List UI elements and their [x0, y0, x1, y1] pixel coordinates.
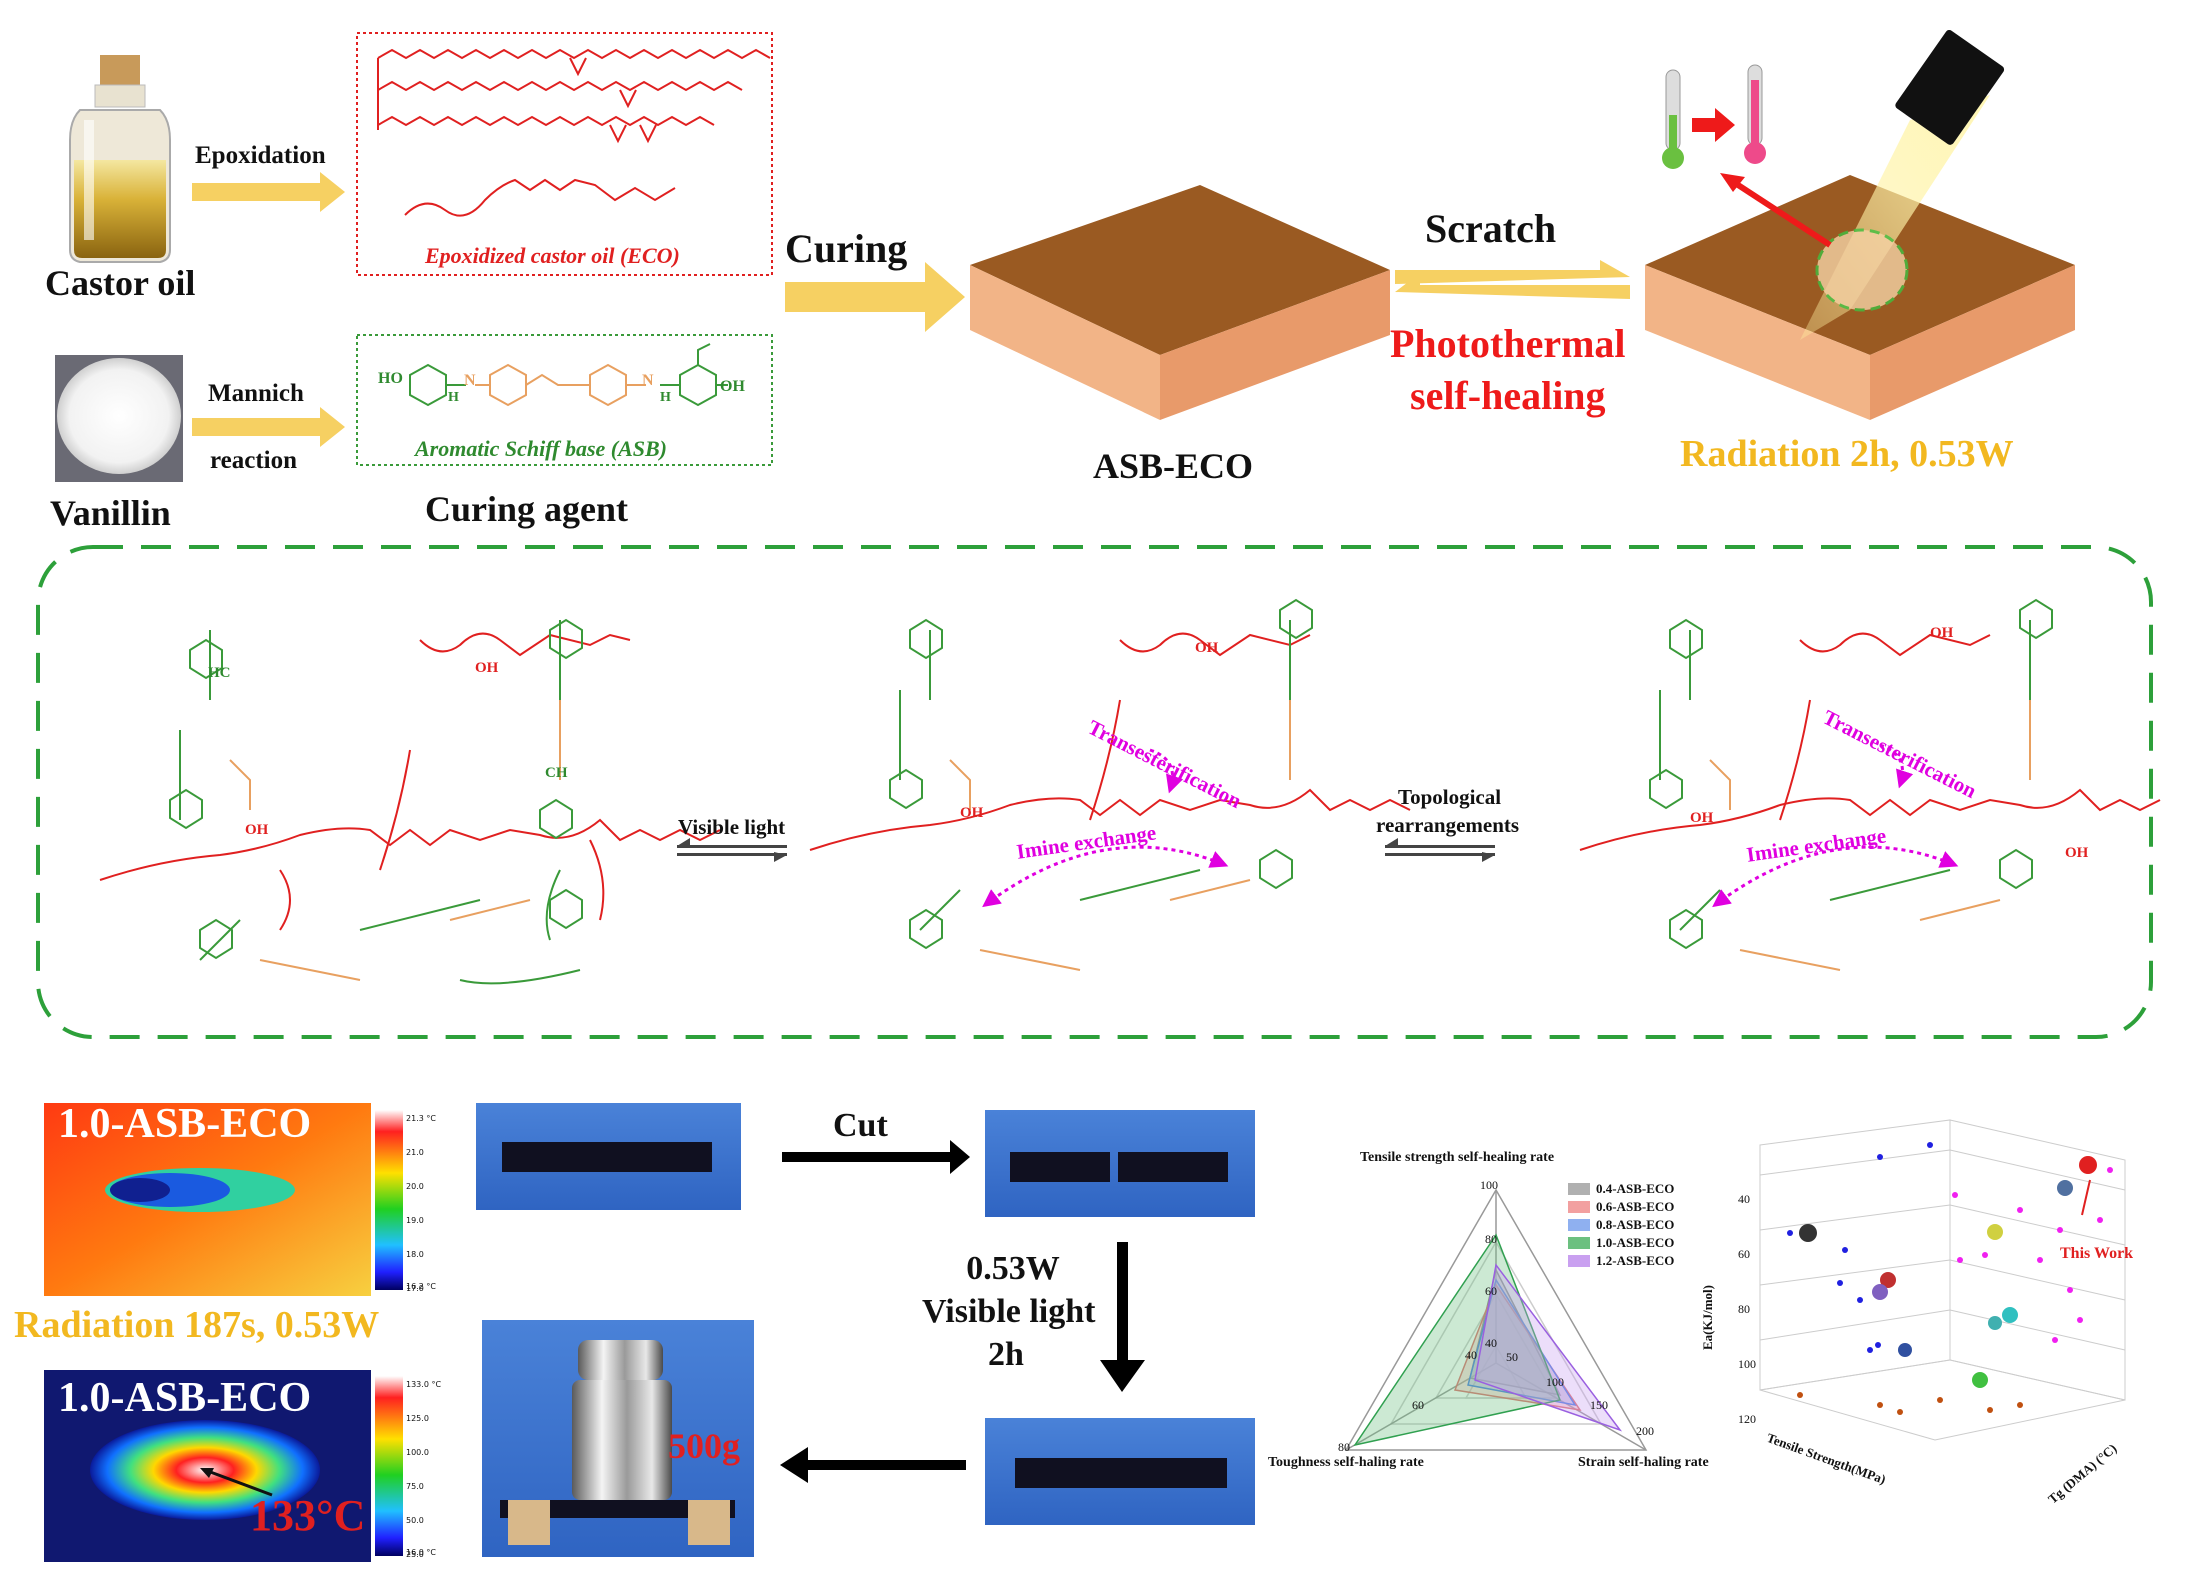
sample-photo-healed: [985, 1418, 1255, 1525]
radar-tick-l60: 60: [1412, 1398, 1424, 1412]
asb-oh-label: OH: [720, 378, 745, 395]
radar-tick-l80: 80: [1338, 1440, 1350, 1454]
thermal-title-2: 1.0-ASB-ECO: [58, 1375, 312, 1421]
group-label-oh-6: OH: [1690, 810, 1714, 826]
reaction-label: reaction: [210, 447, 298, 474]
radar-tick-200: 200: [1636, 1424, 1654, 1438]
radiation-slab: [1645, 29, 2075, 420]
radar-tick-100: 100: [1480, 1178, 1498, 1192]
radar-legend-swatches: [1568, 1183, 1590, 1267]
light-direction-line: [1733, 180, 1832, 248]
cut-arrow: [782, 1140, 970, 1174]
cut-label: Cut: [833, 1107, 888, 1144]
radar-tick-150: 150: [1590, 1398, 1608, 1412]
castor-oil-bottle-icon: [69, 55, 171, 263]
radar-tick-40: 40: [1485, 1336, 1497, 1350]
load-arrow: [780, 1447, 966, 1483]
asb-structure: [409, 343, 728, 407]
asb-h-label-2: H: [660, 390, 671, 405]
radar-tick-50: 50: [1506, 1350, 1518, 1364]
network-structure-1: [99, 618, 721, 985]
radar-tick-80: 80: [1485, 1232, 1497, 1246]
eco-structure: [377, 48, 771, 217]
castor-oil-label: Castor oil: [45, 263, 196, 303]
topological-label: Topological: [1398, 785, 1502, 809]
epoxidation-arrow: [192, 172, 345, 212]
group-label-hc-1: HC: [208, 665, 231, 681]
network-structure-3: [1579, 598, 2161, 971]
mannich-arrow: [192, 407, 345, 447]
thermal-image-2: [44, 1370, 403, 1562]
mannich-label: Mannich: [208, 380, 304, 407]
group-label-ch-1: CH: [545, 765, 568, 781]
radiation-top-label: Radiation 2h, 0.53W: [1680, 433, 2014, 475]
weight-label: 500g: [668, 1426, 740, 1466]
asb-h-label-1: H: [448, 390, 459, 405]
asb-structure-box: [356, 334, 773, 466]
scratch-arrow-right: [1395, 260, 1630, 284]
curing-agent-label: Curing agent: [425, 489, 629, 529]
asb-eco-slab: [970, 185, 1390, 420]
rearrangements-label: rearrangements: [1376, 813, 1520, 837]
radar-axis-left: Toughness self-haling rate: [1268, 1455, 1424, 1470]
thermometer-hot-icon: [1744, 64, 1766, 164]
temperature-rise-arrow: [1692, 108, 1735, 142]
mechanism-panel: [36, 545, 2153, 1039]
epoxidation-label: Epoxidation: [195, 142, 326, 169]
scale1-min: 16.2 °C: [406, 1282, 436, 1291]
photothermal-label: Photothermal: [1390, 321, 1626, 366]
vanillin-powder-icon: [55, 355, 183, 482]
group-label-oh-1: OH: [475, 660, 499, 676]
heal-light-label: Visible light: [922, 1293, 1096, 1330]
thermal-image-1: [44, 1103, 403, 1296]
heal-arrow: [1100, 1242, 1145, 1392]
radar-chart: [1344, 1188, 1648, 1451]
curing-arrow: [785, 262, 965, 332]
heal-power-label: 0.53W: [966, 1250, 1060, 1287]
asb-eco-label: ASB-ECO: [1093, 446, 1254, 486]
scatter-3d-points: [1787, 1142, 2113, 1415]
asb-caption: Aromatic Schiff base (ASB): [415, 436, 668, 461]
temperature-readout: 133°C: [250, 1491, 366, 1540]
plot3d-z-label: Ea(KJ/mol): [1700, 1285, 1715, 1350]
group-label-oh-5: OH: [1930, 625, 1954, 641]
radar-tick-r100: 100: [1546, 1375, 1564, 1389]
this-work-annotation: This Work: [2060, 1245, 2134, 1262]
group-label-oh-2: OH: [245, 822, 269, 838]
asb-n-label-2: N: [642, 372, 654, 389]
radiation-bottom-label: Radiation 187s, 0.53W: [14, 1304, 380, 1346]
group-label-oh-4: OH: [960, 805, 984, 821]
curing-label: Curing: [785, 226, 908, 271]
heal-time-label: 2h: [988, 1336, 1024, 1373]
weight-load-photo: [482, 1320, 754, 1557]
network-structure-2: [809, 598, 1411, 971]
scatter-3d-plot: [1759, 1119, 2126, 1441]
sample-photo-cut: [985, 1110, 1255, 1217]
eco-structure-box: [356, 32, 773, 276]
radar-tick-l40: 40: [1465, 1348, 1477, 1362]
thermometer-cold-icon: [1662, 69, 1684, 169]
asb-ho-label: HO: [378, 370, 403, 387]
radar-axis-right: Strain self-haling rate: [1578, 1455, 1709, 1470]
visible-light-label: Visible light: [678, 815, 786, 839]
scale2-min: 16.0 °C: [406, 1548, 436, 1557]
scratch-arrow-left: [1395, 273, 1630, 299]
thermal-title-1: 1.0-ASB-ECO: [58, 1101, 312, 1147]
self-healing-label: self-healing: [1410, 373, 1606, 418]
asb-n-label-1: N: [464, 372, 476, 389]
eco-caption: Epoxidized castor oil (ECO): [425, 243, 680, 268]
group-label-oh-3: OH: [1195, 640, 1219, 656]
scratch-label: Scratch: [1425, 206, 1557, 251]
sample-photo-original: [476, 1103, 741, 1210]
radar-axis-top: Tensile strength self-healing rate: [1360, 1150, 1555, 1165]
radar-tick-60: 60: [1485, 1284, 1497, 1298]
group-label-oh-7: OH: [2065, 845, 2089, 861]
vanillin-label: Vanillin: [50, 493, 171, 533]
